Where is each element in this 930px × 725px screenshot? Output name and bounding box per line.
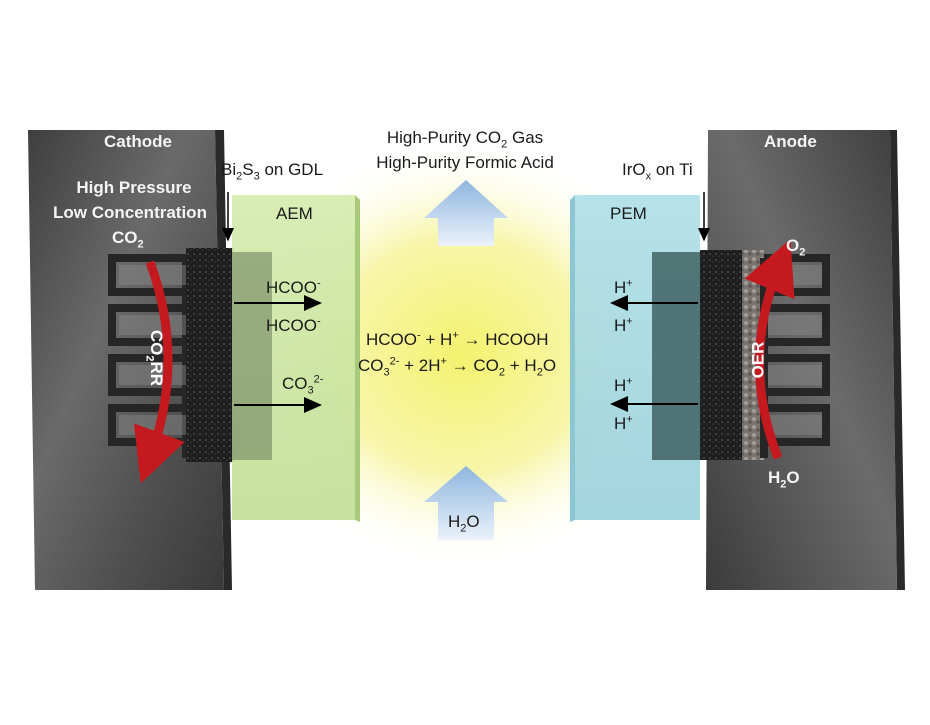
- carbonate-ion: CO32-: [282, 373, 324, 397]
- co2rr-arrow: [133, 260, 185, 484]
- product-line-1: High-Purity CO2 Gas: [386, 128, 544, 151]
- cathode-catalyst-label: Bi2S3 on GDL: [221, 160, 324, 183]
- equation-formate: HCOO- + H+ → HCOOH: [366, 329, 549, 349]
- anode-catalyst-label: IrOx on Ti: [622, 160, 693, 183]
- water-reactant-label: H2O: [768, 468, 800, 491]
- product-outlet-arrow: [424, 180, 508, 246]
- anode-title: Anode: [764, 132, 817, 151]
- anode-plate: [700, 130, 905, 590]
- pem-label: PEM: [610, 204, 647, 223]
- co2rr-label: CO2RR: [143, 329, 167, 387]
- anode-pte: [700, 250, 742, 460]
- oer-arrow: [744, 239, 795, 460]
- cathode-title: Cathode: [104, 132, 172, 151]
- water-inlet-label: H2O: [448, 512, 480, 535]
- proton-1: H+: [614, 277, 633, 297]
- proton-4: H+: [614, 413, 633, 433]
- cathode-feed-line1: High Pressure: [76, 178, 192, 197]
- hcoo-ion-1: HCOO-: [266, 277, 321, 297]
- titanium-pte: [742, 250, 764, 460]
- proton-2: H+: [614, 315, 633, 335]
- water-inlet-arrow: [424, 466, 508, 540]
- product-line-2: High-Purity Formic Acid: [376, 153, 554, 172]
- hcoo-ion-2: HCOO-: [266, 315, 321, 335]
- cathode-feed-line2: Low Concentration: [53, 203, 207, 222]
- equation-carbonate: CO32- + 2H+ → CO2 + H2O: [358, 355, 557, 379]
- cathode-feed-gas: CO2: [112, 228, 144, 251]
- cathode-gdl: [186, 248, 234, 462]
- oer-label: OER: [748, 341, 768, 379]
- oxygen-product-label: O2: [786, 236, 806, 259]
- aem-label: AEM: [276, 204, 313, 223]
- proton-3: H+: [614, 375, 633, 395]
- anode-catalyst-layer: [652, 252, 700, 460]
